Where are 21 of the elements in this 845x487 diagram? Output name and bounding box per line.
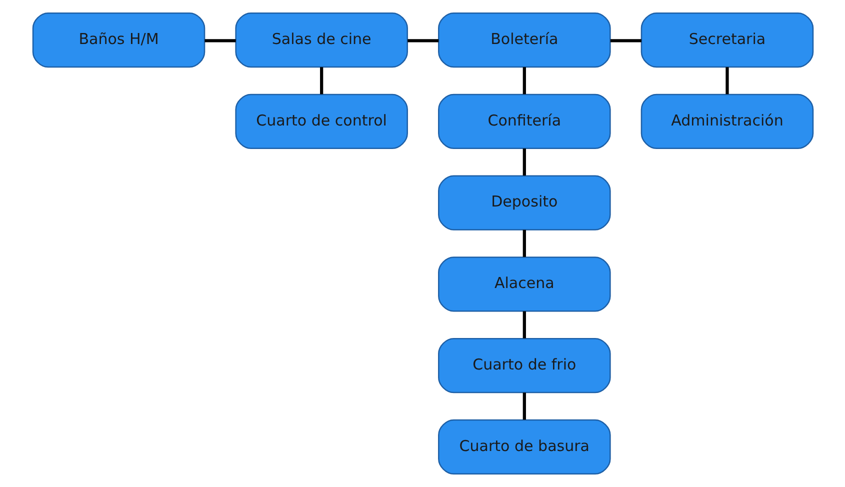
node-box: Deposito (438, 175, 610, 230)
connector (204, 39, 236, 42)
node-box: Alacena (438, 256, 610, 312)
node-box: Boletería (438, 12, 610, 68)
node-box: Cuarto de frio (438, 338, 610, 394)
node-box: Secretaria (640, 12, 814, 68)
node-box: Administración (640, 94, 814, 149)
connector (725, 67, 728, 94)
connector (522, 230, 526, 257)
connector (522, 67, 526, 94)
connector (407, 39, 438, 42)
connector (320, 67, 323, 94)
node-box: Confitería (438, 94, 610, 149)
connector (522, 311, 526, 338)
connector (522, 392, 526, 420)
node-box: Cuarto de control (234, 94, 408, 149)
node-box: Baños H/M (32, 12, 205, 68)
connector (610, 39, 641, 42)
node-box: Cuarto de basura (438, 419, 610, 474)
connector (522, 148, 526, 176)
node-box: Salas de cine (234, 12, 408, 68)
